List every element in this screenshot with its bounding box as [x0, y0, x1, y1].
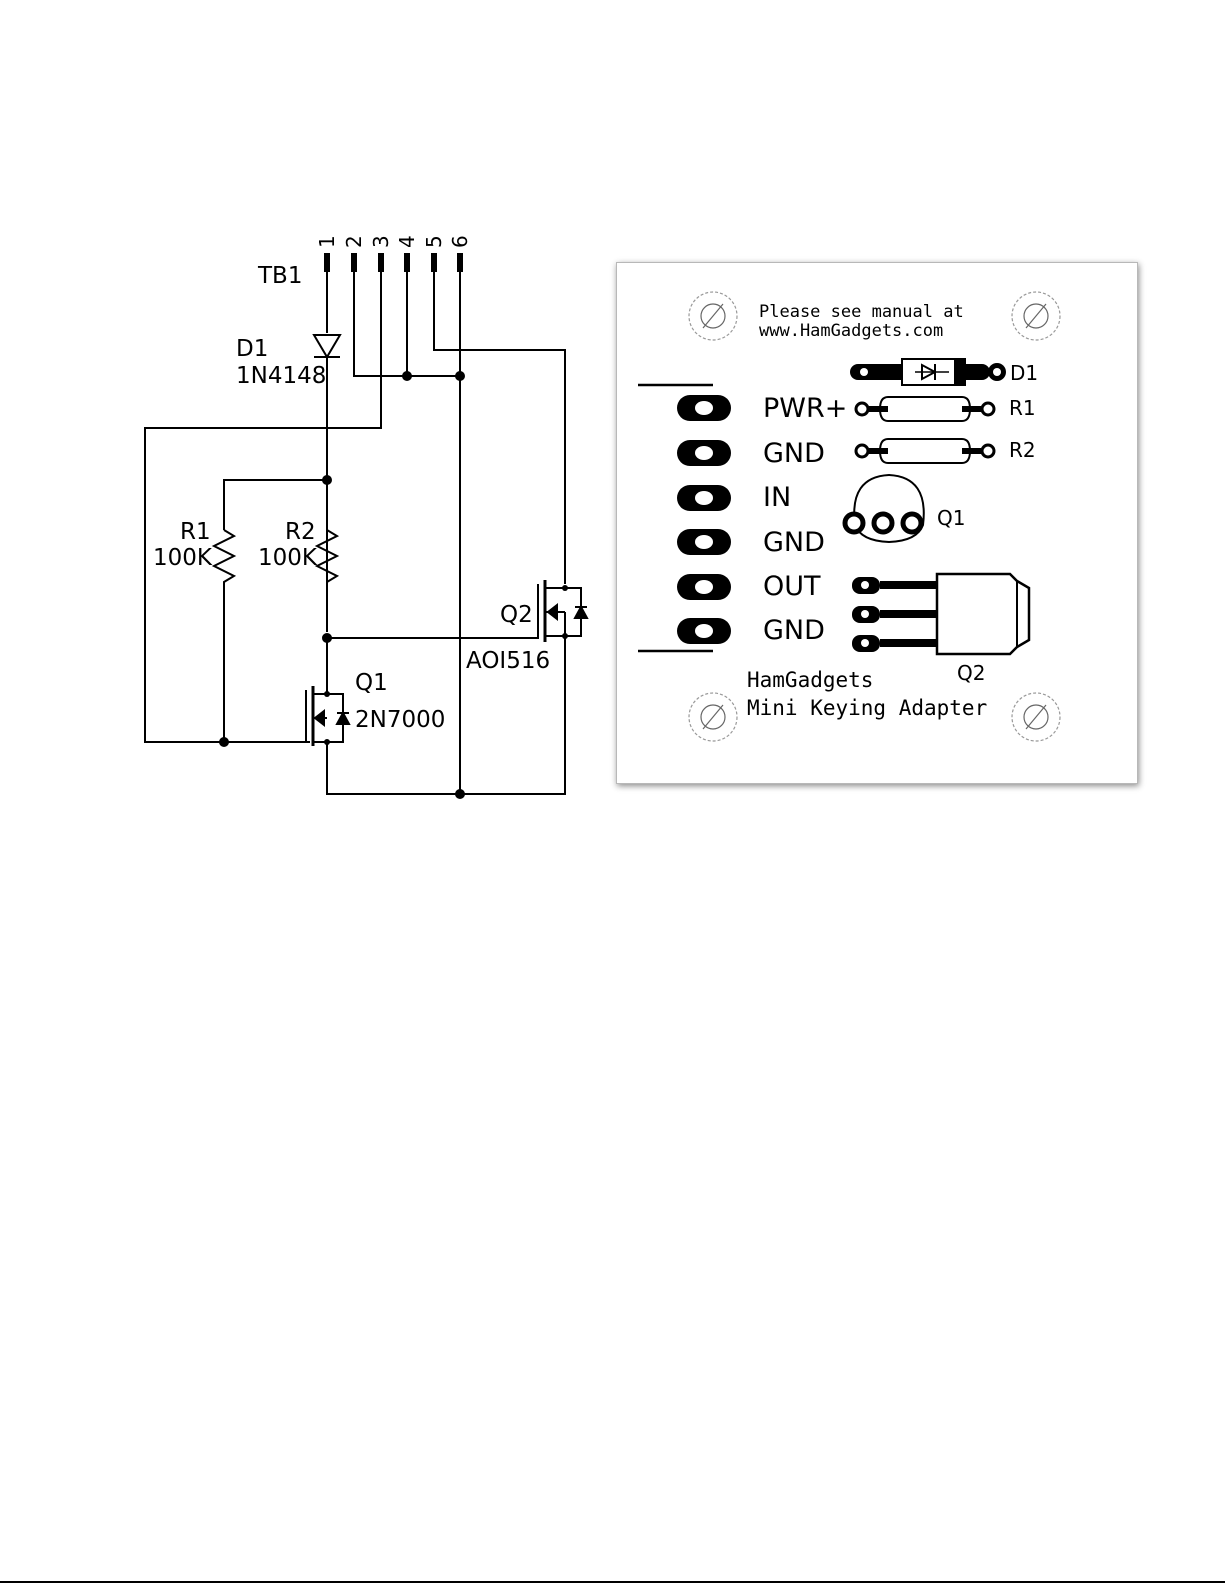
terminal-label: PWR+ [763, 393, 847, 424]
r1-footprint [856, 397, 994, 421]
q1-ref: Q1 [355, 670, 388, 696]
terminal-label: IN [763, 482, 791, 513]
d1-symbol [314, 335, 340, 357]
tb1-label: TB1 [257, 263, 302, 289]
brand-line1: HamGadgets [747, 668, 873, 692]
pin-number: 5 [422, 235, 446, 248]
mounting-hole-icon [1012, 693, 1060, 741]
terminal-label: GND [763, 438, 825, 469]
terminal-pad-icon [677, 574, 731, 600]
d1-ref: D1 [236, 336, 268, 362]
terminal-label: GND [763, 615, 825, 646]
junction-dots [219, 371, 568, 799]
r1-value: 100K [153, 545, 213, 571]
silk-r1-label: R1 [1009, 396, 1036, 420]
q2-ref: Q2 [500, 602, 533, 628]
tb1-pin-stubs [327, 253, 460, 272]
r2-ref: R2 [285, 519, 316, 545]
wire-pin5 [434, 272, 565, 584]
pin-number: 2 [342, 235, 366, 248]
r2-footprint [856, 439, 994, 463]
terminal-pad-icon [677, 440, 731, 466]
terminal-pad-icon [677, 395, 731, 421]
pcb-silkscreen: Please see manual at www.HamGadgets.com … [616, 262, 1138, 784]
mounting-hole-icon [689, 292, 737, 340]
pin-number: 4 [395, 235, 419, 248]
mounting-hole-icon [1012, 292, 1060, 340]
pin-number: 1 [315, 235, 339, 248]
manual-notice-line2: www.HamGadgets.com [759, 321, 943, 341]
terminal-pad-icon [677, 485, 731, 511]
q1-value: 2N7000 [355, 707, 445, 733]
silk-r2-label: R2 [1009, 438, 1036, 462]
r2-value: 100K [258, 545, 318, 571]
tb1-pin-numbers: 1 2 3 4 5 6 [315, 235, 472, 248]
q2-footprint [852, 574, 1029, 654]
pin-number: 6 [448, 235, 472, 248]
pin-number: 3 [369, 235, 393, 248]
silk-q1-label: Q1 [937, 506, 965, 530]
terminal-label: GND [763, 527, 825, 558]
silk-q2-label: Q2 [957, 661, 985, 685]
silk-d1-label: D1 [1010, 361, 1038, 385]
r1-symbol [214, 530, 234, 742]
terminal-pad-icon [677, 618, 731, 644]
d1-footprint [850, 359, 1006, 385]
r1-ref: R1 [180, 519, 211, 545]
terminal-pad-icon [677, 529, 731, 555]
terminal-pads [677, 395, 731, 644]
brand-line2: Mini Keying Adapter [747, 696, 987, 720]
manual-notice-line1: Please see manual at [759, 302, 964, 322]
q2-value: AOI516 [466, 648, 550, 674]
d1-value: 1N4148 [236, 363, 326, 389]
page-footer-rule [0, 1581, 1225, 1583]
mounting-hole-icon [689, 693, 737, 741]
terminal-label: OUT [763, 571, 821, 602]
q1-footprint [845, 475, 924, 542]
